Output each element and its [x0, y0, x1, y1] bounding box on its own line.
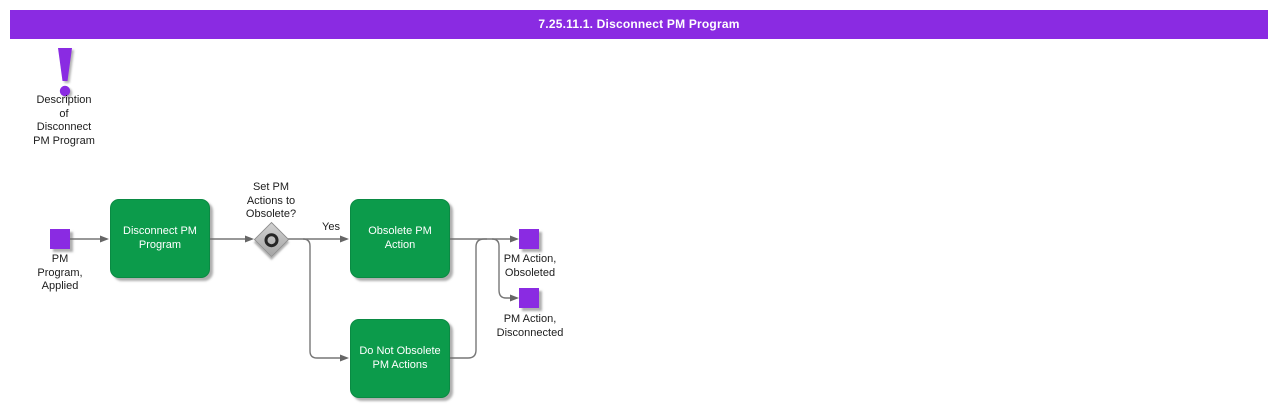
diagram-title-banner: 7.25.11.1. Disconnect PM Program [10, 10, 1268, 39]
connector-gateway-to-do-not-obsolete [302, 238, 340, 359]
end-event-pm-action-obsoleted[interactable] [519, 229, 539, 249]
task-disconnect-pm-program[interactable]: Disconnect PM Program [110, 199, 210, 278]
arrowhead [510, 294, 519, 302]
gateway-yes-label: Yes [322, 221, 340, 233]
task-obsolete-pm-action[interactable]: Obsolete PM Action [350, 199, 450, 278]
gateway-question-label: Set PM Actions to Obsolete? [245, 181, 297, 220]
end-event-disconnected-label: PM Action, Disconnected [496, 313, 564, 339]
task-do-not-obsolete-pm-actions[interactable]: Do Not Obsolete PM Actions [350, 319, 450, 398]
end-event-obsoleted-label: PM Action, Obsoleted [503, 253, 557, 279]
start-event-label: PM Program, Applied [37, 253, 83, 292]
arrowhead [100, 235, 109, 243]
gateway-set-pm-actions-to-obsolete[interactable] [253, 221, 290, 258]
annotation-label: Description of Disconnect PM Program [33, 94, 95, 147]
arrowhead [510, 235, 519, 243]
gateway-circle-icon [261, 229, 282, 250]
exclamation-icon[interactable] [52, 48, 78, 98]
end-event-pm-action-disconnected[interactable] [519, 288, 539, 308]
arrowhead [340, 354, 349, 362]
start-event-pm-program-applied[interactable] [50, 229, 70, 249]
arrowhead [340, 235, 349, 243]
